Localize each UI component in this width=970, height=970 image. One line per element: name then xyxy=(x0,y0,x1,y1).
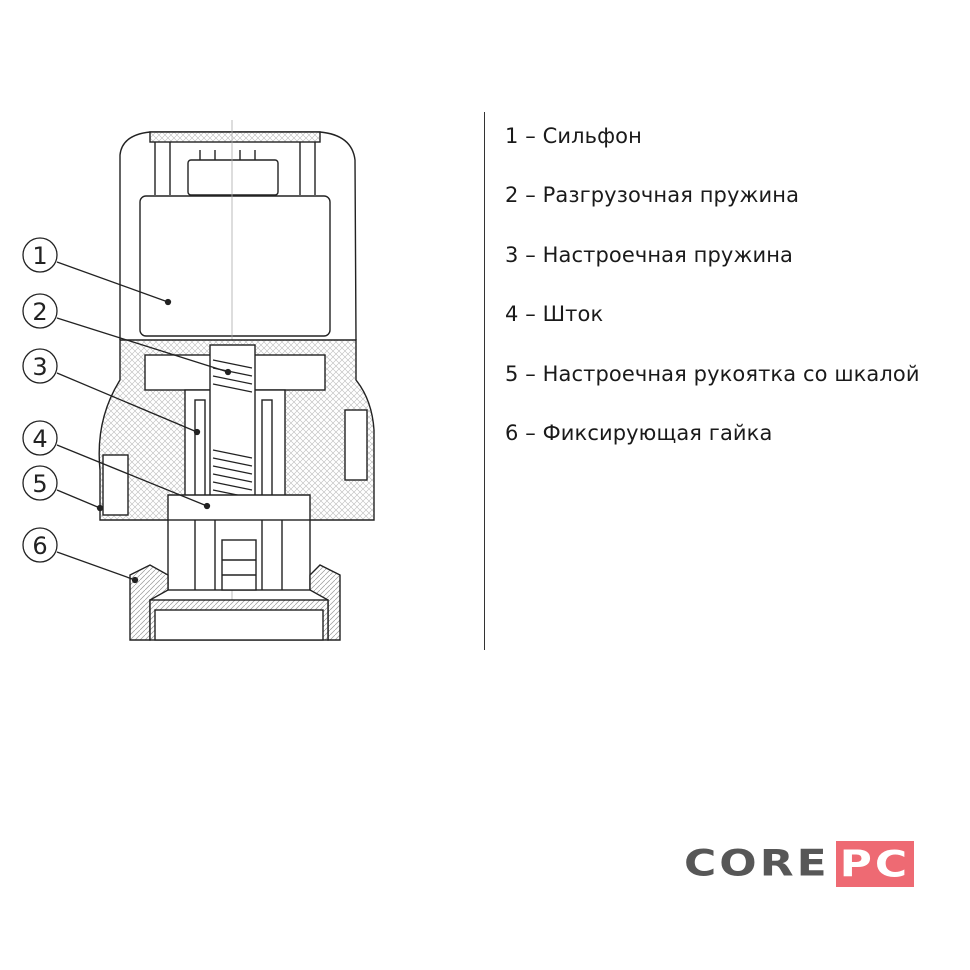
callout-1: 1 xyxy=(32,242,47,270)
logo-text-core: CORE xyxy=(684,842,830,885)
legend-item-5: 5 – Настроечная рукоятка со шкалой xyxy=(505,362,920,386)
legend-item-3: 3 – Настроечная пружина xyxy=(505,243,794,267)
logo-pc-box: PC xyxy=(835,841,915,887)
legend-item-2: 2 – Разгрузочная пружина xyxy=(505,183,800,207)
callout-5: 5 xyxy=(32,470,47,498)
callout-markers xyxy=(22,237,232,584)
legend-item-4: 4 – Шток xyxy=(505,302,604,326)
callout-4: 4 xyxy=(32,425,47,453)
divider-line xyxy=(484,112,485,650)
thermostatic-head-cross-section: 1 2 3 4 5 6 xyxy=(22,120,375,641)
callout-2: 2 xyxy=(32,298,47,326)
logo-text-pc: PC xyxy=(839,843,911,885)
callout-6: 6 xyxy=(32,532,47,560)
legend-item-1: 1 – Сильфон xyxy=(505,124,642,148)
legend-item-6: 6 – Фиксирующая гайка xyxy=(505,421,773,445)
corepc-logo: CORE PC xyxy=(684,841,915,887)
callout-3: 3 xyxy=(32,353,47,381)
